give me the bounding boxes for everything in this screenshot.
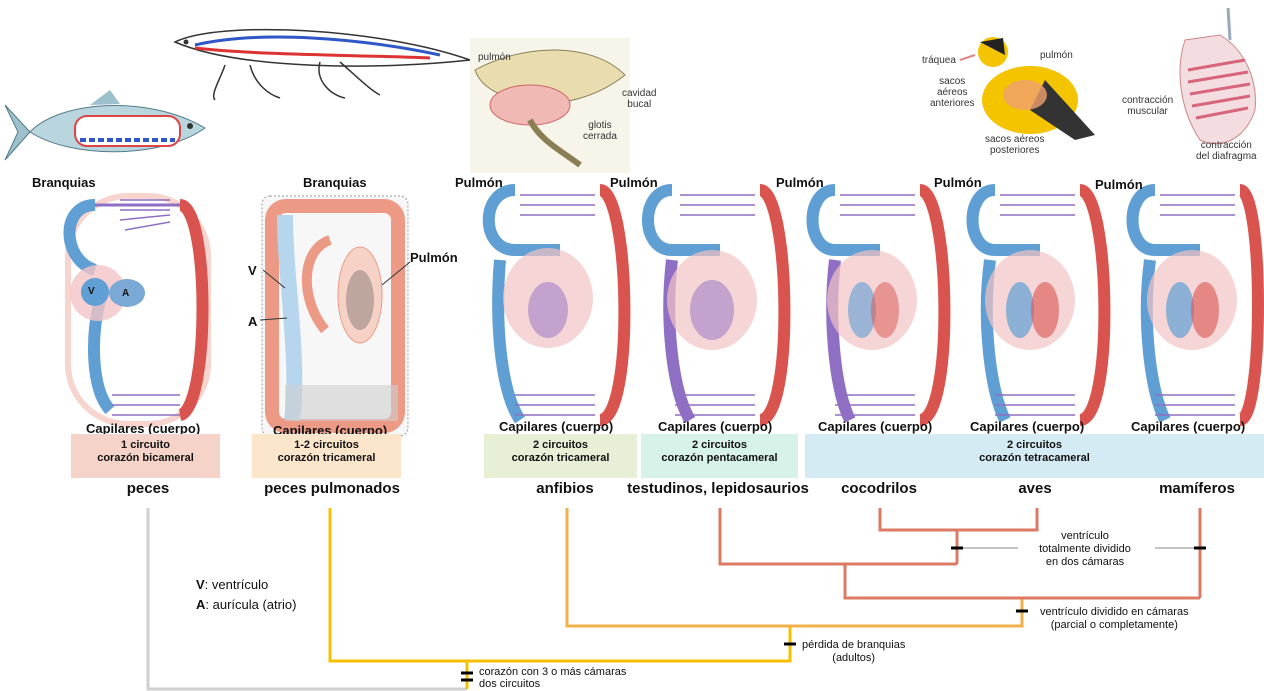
branch-crocodiles (880, 508, 1037, 530)
turtle-circulation-diagram (648, 190, 784, 420)
bird-trachea-label: tráquea (922, 55, 956, 66)
branch-reptiles (720, 508, 957, 564)
lungfish-illustration (175, 30, 470, 100)
group-fish: peces (118, 480, 178, 497)
label-lung-turtle: Pulmón (610, 175, 658, 190)
fish-atrium-label: A (122, 288, 129, 299)
legend: V: ventrículo A: aurícula (atrio) (196, 575, 296, 615)
lungfish-circulation-diagram (260, 196, 410, 436)
label-lung-mammal: Pulmón (1095, 177, 1143, 192)
label-gills-lungfish: Branquias (303, 175, 367, 190)
legend-ventricle: V: ventrículo (196, 575, 296, 595)
mammal-circulation-diagram (1133, 190, 1259, 420)
note-septum-partial: ventrículo dividido en cámaras (parcial … (1040, 606, 1189, 632)
frog-lung-label: pulmón (478, 52, 511, 63)
label-lung-amphibian: Pulmón (455, 175, 503, 190)
label-lung-bird: Pulmón (934, 175, 982, 190)
branch-amniote-join (845, 564, 1200, 598)
legend-atrium: A: aurícula (atrio) (196, 595, 296, 615)
note-gills-loss: pérdida de branquias (adultos) (802, 639, 905, 665)
note-septum-full: ventrículo totalmente dividido en dos cá… (1015, 530, 1155, 569)
capillaries-label-turtle: Capilares (cuerpo) (658, 419, 772, 434)
goldfinch-illustration (960, 37, 1095, 140)
label-gills-fish: Branquias (32, 175, 96, 190)
crocodile-circulation-diagram (813, 190, 945, 420)
group-lungfish: peces pulmonados (257, 480, 407, 497)
capillaries-label-mammal: Capilares (cuerpo) (1131, 419, 1245, 434)
tuna-illustration (5, 90, 205, 160)
capillaries-label-amphibian: Capilares (cuerpo) (499, 419, 613, 434)
lungfish-lung-label: Pulmón (410, 250, 458, 265)
bird-circulation-diagram (973, 190, 1105, 420)
fish-circulation-diagram (68, 196, 208, 424)
bird-lung-label: pulmón (1040, 50, 1073, 61)
group-crocodiles: cocodrilos (833, 480, 925, 497)
human-thorax-illustration (1180, 8, 1255, 144)
fish-ventricle-label: V (88, 286, 95, 297)
capillaries-label-crocodile: Capilares (cuerpo) (818, 419, 932, 434)
amphibian-circulation-diagram (489, 190, 625, 420)
lungfish-ventricle-label: V (248, 263, 257, 278)
group-reptiles: testudinos, lepidosaurios (622, 480, 814, 497)
branch-amphibians (567, 508, 1022, 626)
label-lung-crocodile: Pulmón (776, 175, 824, 190)
lungfish-atrium-label: A (248, 314, 257, 329)
group-mammals: mamíferos (1153, 480, 1241, 497)
group-birds: aves (1005, 480, 1065, 497)
note-two-circuits: dos circuitos (479, 678, 540, 691)
capillaries-label-bird: Capilares (cuerpo) (970, 419, 1084, 434)
group-amphibians: anfibios (520, 480, 610, 497)
